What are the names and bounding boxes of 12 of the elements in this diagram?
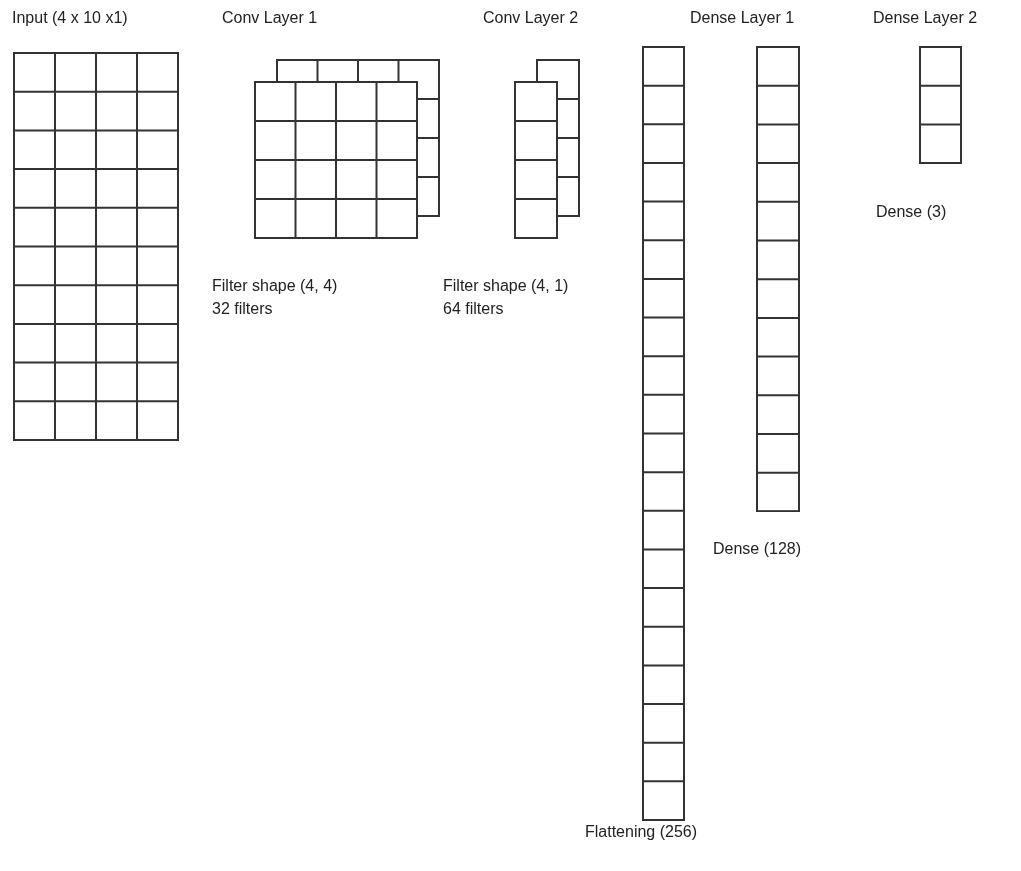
layer-caption: Dense (128) <box>713 539 802 559</box>
layer-title: Input (4 x 10 x1) <box>12 8 128 28</box>
layer-title: Conv Layer 2 <box>483 8 579 28</box>
layer-title: Conv Layer 1 <box>222 8 318 28</box>
layer-title: Flattening (256) <box>585 822 698 842</box>
layer-caption: Filter shape (4, 4) <box>212 276 338 296</box>
layer-caption: Dense (3) <box>876 202 947 222</box>
layer-title: Dense Layer 2 <box>873 8 978 28</box>
layer-caption: Filter shape (4, 1) <box>443 276 569 296</box>
layer-caption: 32 filters <box>212 299 273 319</box>
layer-title: Dense Layer 1 <box>690 8 795 28</box>
layer-caption: 64 filters <box>443 299 504 319</box>
